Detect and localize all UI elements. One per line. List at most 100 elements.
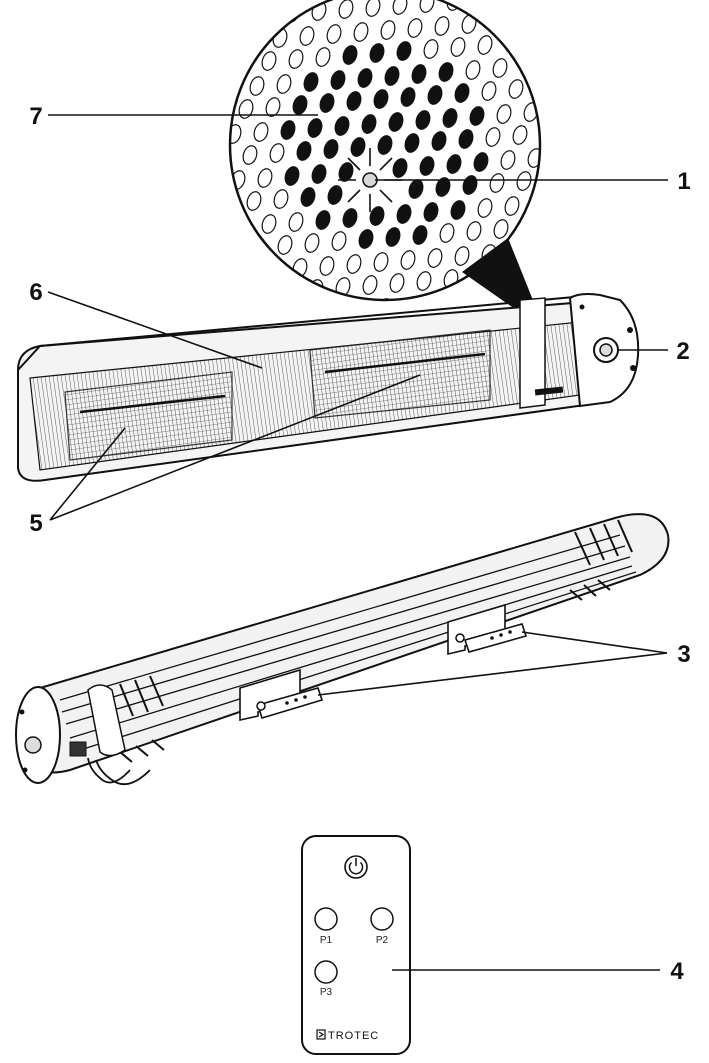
grill-hole — [369, 206, 385, 226]
grill-hole — [230, 124, 242, 144]
grill-hole — [427, 85, 443, 105]
grill-hole — [396, 41, 412, 61]
grill-hole — [512, 125, 528, 145]
magnified-detail — [228, 0, 545, 330]
grill-hole — [253, 122, 269, 142]
grill-hole — [250, 237, 266, 257]
callout-7: 7 — [29, 103, 42, 130]
callout-4: 4 — [670, 958, 684, 985]
remote-control: P1 P2 P3 TROTEC — [301, 835, 411, 1055]
grill-hole — [338, 162, 354, 182]
grill-hole — [346, 254, 362, 274]
leader-6 — [47, 291, 263, 369]
grill-hole — [273, 189, 289, 209]
trotec-brand: TROTEC — [316, 1029, 379, 1042]
indicator-led — [338, 148, 402, 212]
leader-5a — [49, 427, 126, 521]
grill-hole — [369, 43, 385, 63]
grill-hole — [326, 24, 342, 44]
heater-front — [17, 293, 640, 482]
grill-hole — [365, 0, 381, 17]
callout-1: 1 — [677, 168, 690, 195]
grill-hole — [311, 1, 327, 21]
heater-rear — [15, 513, 670, 786]
grill-hole — [280, 120, 296, 140]
grill-hole — [461, 14, 477, 34]
grill-hole — [423, 202, 439, 222]
grill-hole — [346, 91, 362, 111]
grill-hole — [377, 135, 393, 155]
grill-hole — [307, 118, 323, 138]
heating-lamp-left — [79, 394, 226, 414]
grill-hole — [334, 116, 350, 136]
callout-2: 2 — [676, 338, 689, 365]
grill-holes — [230, 0, 540, 300]
grill-hole — [261, 51, 277, 71]
grill-hole — [439, 223, 455, 243]
grill-hole — [527, 148, 540, 168]
heating-lamp-right — [324, 352, 486, 374]
grill-hole — [416, 271, 432, 291]
grill-hole — [489, 173, 505, 193]
grill-hole — [327, 185, 343, 205]
grill-hole — [361, 114, 377, 134]
callout-6: 6 — [29, 279, 42, 306]
grill-hole — [504, 196, 520, 216]
grill-hole — [242, 145, 258, 165]
grill-hole — [412, 225, 428, 245]
grill-hole — [284, 166, 300, 186]
grill-hole — [465, 60, 481, 80]
grill-hole — [238, 99, 254, 119]
grill-hole — [303, 72, 319, 92]
grill-hole — [427, 248, 443, 268]
grill-hole — [481, 81, 497, 101]
leader-3a — [317, 652, 668, 696]
grill-hole — [408, 179, 424, 199]
grill-hole — [358, 229, 374, 249]
grill-hole — [411, 64, 427, 84]
grill-hole — [323, 139, 339, 159]
grill-hole — [423, 39, 439, 59]
power-button — [344, 855, 368, 879]
grill-hole — [473, 152, 489, 172]
power-cable — [87, 757, 151, 786]
grill-hole — [493, 219, 509, 239]
grill-hole — [485, 127, 501, 147]
grill-hole — [265, 97, 281, 117]
grill-hole — [419, 0, 435, 13]
grill-hole — [477, 198, 493, 218]
magnifier-outline — [228, 0, 542, 302]
grill-hole — [319, 93, 335, 113]
grill-hole — [404, 133, 420, 153]
wall-bracket-right — [447, 603, 528, 656]
leader-5b — [49, 374, 421, 521]
grill-hole — [350, 137, 366, 157]
grill-hole — [380, 20, 396, 40]
grill-hole — [299, 26, 315, 46]
grill-hole — [315, 210, 331, 230]
grill-hole — [438, 62, 454, 82]
grill-hole — [292, 95, 308, 115]
grill-hole — [373, 252, 389, 272]
grill-hole — [419, 156, 435, 176]
grill-hole — [446, 154, 462, 174]
grill-hole — [407, 18, 423, 38]
p2-label: P2 — [376, 935, 389, 946]
wall-bracket-left — [239, 668, 324, 721]
grill-hole — [500, 150, 516, 170]
grill-hole — [246, 191, 262, 211]
p1-label: P1 — [320, 935, 333, 946]
grill-hole — [469, 106, 485, 126]
preset-button-p2: P2 — [370, 907, 394, 946]
power-icon — [348, 858, 364, 875]
grill-hole — [276, 74, 292, 94]
brand-label: TROTEC — [328, 1030, 379, 1042]
leader-3b — [521, 631, 668, 654]
grill-hole — [400, 87, 416, 107]
grill-hole — [388, 112, 404, 132]
grill-hole — [396, 204, 412, 224]
grill-hole — [362, 275, 378, 295]
cable-gland — [69, 741, 87, 757]
